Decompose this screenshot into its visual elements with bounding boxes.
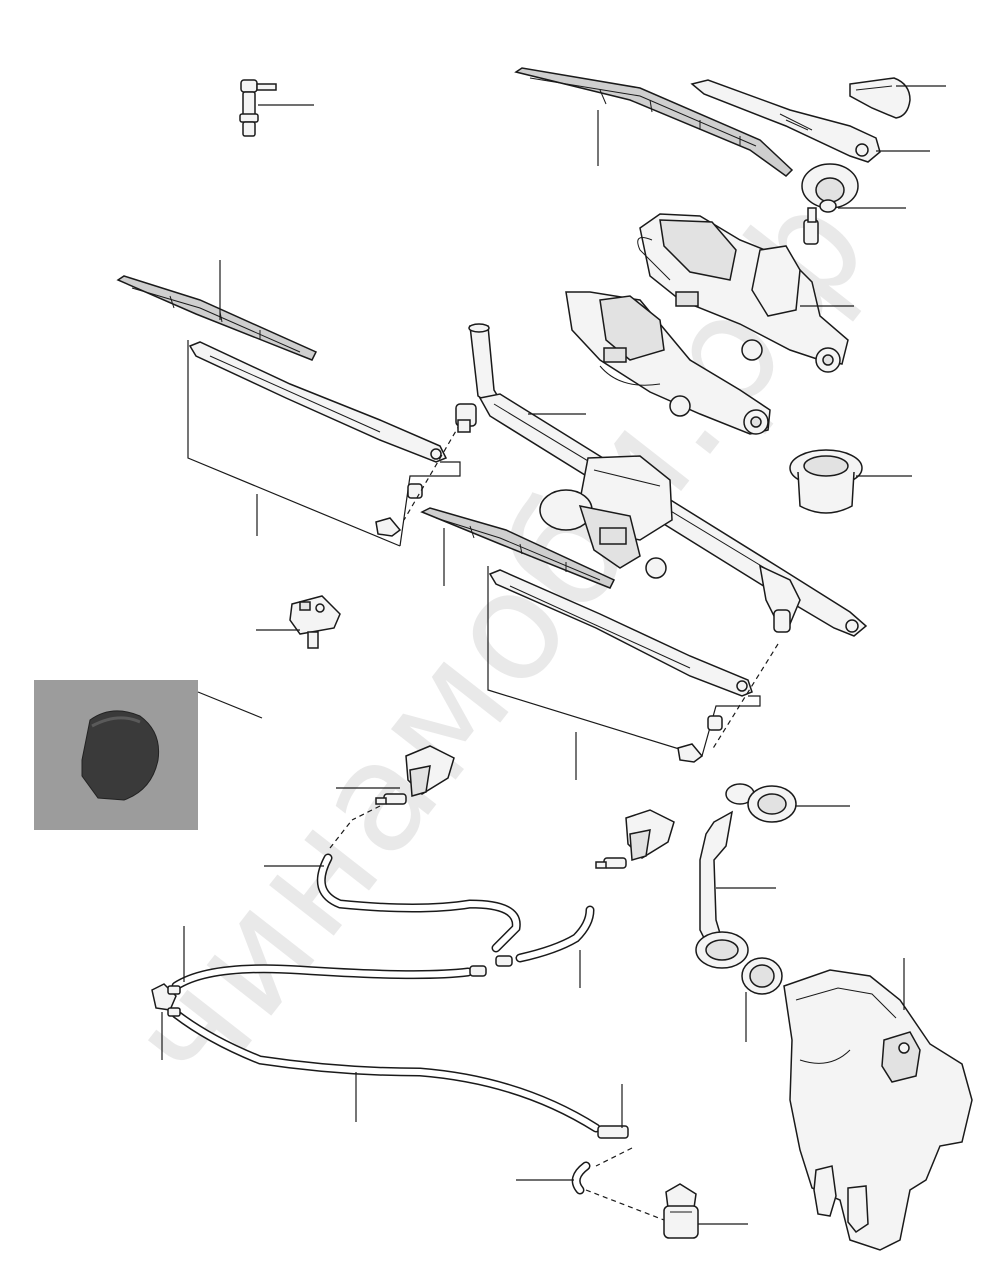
filler-neck [695,810,776,969]
washer-nozzle-left [336,745,455,821]
washer-hoses [171,819,665,1221]
hose-connectors [151,926,629,1139]
washer-jet-connector [256,595,341,649]
filler-cap-seal [725,783,850,823]
filler-seal-ring [741,957,783,1042]
rear-wiper-motor [637,207,854,373]
rear-wiper-arm [690,79,930,163]
front-wiper-blade-right [420,507,616,589]
front-wiper-arm-right [487,566,779,780]
rear-spindle-seal [801,163,906,213]
rear-wiper-motor-bracket [565,291,771,435]
washer-reservoir [783,958,973,1251]
rear-wiper-arm-cap [849,77,946,119]
nut-cover-photo [34,680,263,830]
front-wiper-blade-left [116,260,318,361]
rear-wiper-blade [514,67,794,177]
wiper-motor [539,455,673,579]
washer-pump [663,1183,748,1239]
washer-nozzle-right [595,809,675,869]
grommet [789,449,912,514]
rear-washer-jet [239,79,314,137]
front-wiper-arm-left [187,340,461,547]
